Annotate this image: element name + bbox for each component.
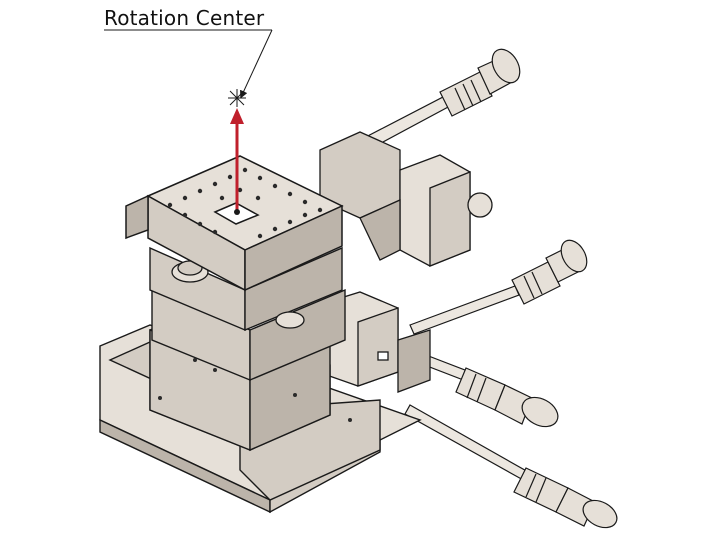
callout-leader — [104, 29, 273, 99]
connector-lower-1 — [455, 367, 559, 428]
rotation-center-label: Rotation Center — [104, 6, 265, 30]
arrow-up-icon — [230, 108, 244, 215]
connector-top — [439, 48, 521, 117]
crosshair-star-icon — [228, 89, 246, 107]
connector-lower-2 — [513, 467, 618, 529]
motor-upper — [319, 131, 493, 267]
middle-stage-block-2 — [151, 288, 346, 382]
adjustment-knob — [171, 260, 305, 329]
top-stage-block — [125, 155, 344, 292]
mounting-holes — [158, 167, 352, 422]
connector-middle — [511, 239, 588, 305]
